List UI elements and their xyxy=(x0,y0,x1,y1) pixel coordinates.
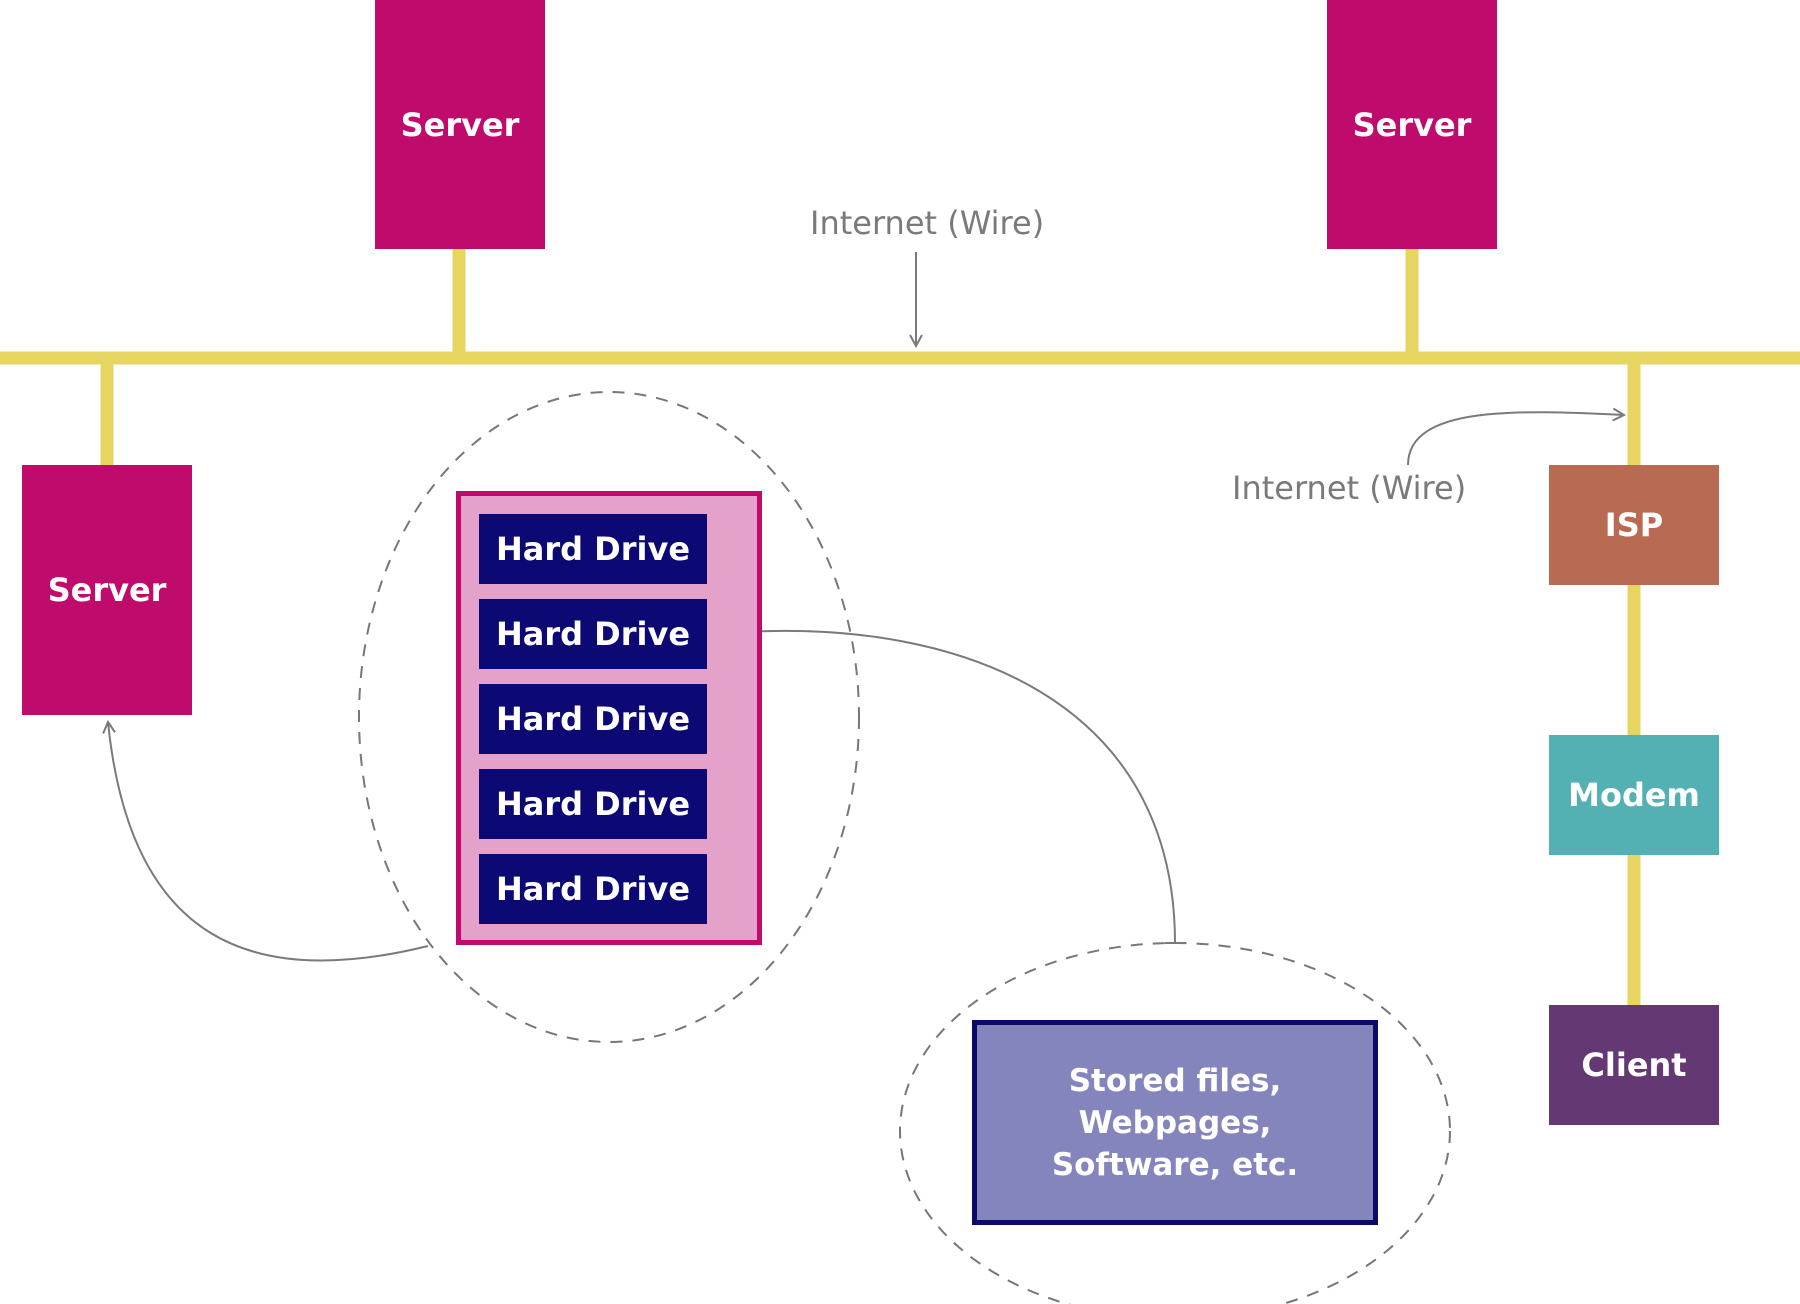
isp-label: ISP xyxy=(1604,506,1664,544)
rack-to-server-arrow xyxy=(108,722,429,962)
server-left: Server xyxy=(22,465,192,715)
hard-drive-rack: Hard Drive Hard Drive Hard Drive Hard Dr… xyxy=(456,491,762,945)
modem-label: Modem xyxy=(1568,776,1700,814)
hard-drive-2: Hard Drive xyxy=(479,599,707,669)
server-top-left-label: Server xyxy=(400,105,520,144)
internet-right-label: Internet (Wire) xyxy=(1232,469,1467,507)
internet-top-label: Internet (Wire) xyxy=(810,204,1045,242)
client-label: Client xyxy=(1581,1046,1687,1084)
server-top-left: Server xyxy=(375,0,545,249)
rack-highlight-ellipse xyxy=(358,391,860,1043)
client-box: Client xyxy=(1549,1005,1719,1125)
isp-box: ISP xyxy=(1549,465,1719,585)
hard-drive-3: Hard Drive xyxy=(479,684,707,754)
modem-box: Modem xyxy=(1549,735,1719,855)
server-left-label: Server xyxy=(47,571,167,609)
internet-right-arrow xyxy=(1407,412,1624,466)
stored-files-box: Stored files, Webpages, Software, etc. xyxy=(972,1020,1378,1225)
server-top-right: Server xyxy=(1327,0,1497,249)
stored-files-label: Stored files, Webpages, Software, etc. xyxy=(1051,1062,1299,1183)
hard-drive-4: Hard Drive xyxy=(479,769,707,839)
stored-to-drive-arrow xyxy=(744,631,1176,944)
hard-drive-1: Hard Drive xyxy=(479,514,707,584)
server-top-right-label: Server xyxy=(1352,105,1472,144)
hard-drive-5: Hard Drive xyxy=(479,854,707,924)
